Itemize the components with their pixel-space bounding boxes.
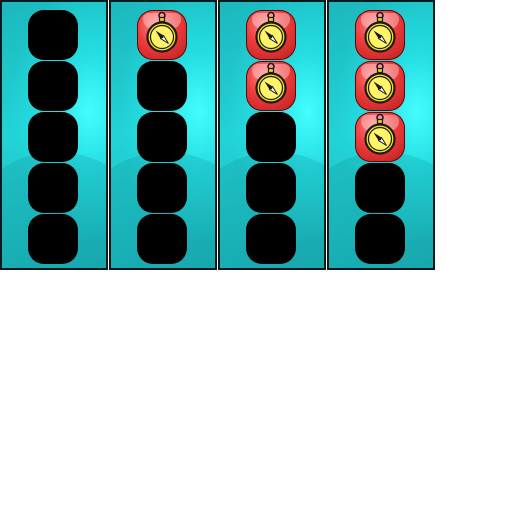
empty-slot[interactable] [246, 214, 296, 264]
empty-slot[interactable] [28, 214, 78, 264]
column-1 [0, 0, 108, 270]
empty-slot[interactable] [28, 10, 78, 60]
column-3 [218, 0, 326, 270]
empty-slot[interactable] [246, 163, 296, 213]
column-2 [109, 0, 217, 270]
compass-token-slot[interactable] [355, 10, 405, 60]
compass-token-slot[interactable] [246, 61, 296, 111]
empty-slot[interactable] [137, 61, 187, 111]
empty-slot[interactable] [137, 163, 187, 213]
empty-slot[interactable] [246, 112, 296, 162]
empty-slot[interactable] [137, 214, 187, 264]
compass-token-slot[interactable] [355, 61, 405, 111]
game-board [0, 0, 436, 270]
empty-slot[interactable] [355, 214, 405, 264]
compass-token-slot[interactable] [246, 10, 296, 60]
empty-slot[interactable] [28, 112, 78, 162]
empty-slot[interactable] [28, 163, 78, 213]
empty-slot[interactable] [28, 61, 78, 111]
compass-token-slot[interactable] [137, 10, 187, 60]
empty-slot[interactable] [137, 112, 187, 162]
column-4 [327, 0, 435, 270]
compass-token-slot[interactable] [355, 112, 405, 162]
empty-slot[interactable] [355, 163, 405, 213]
